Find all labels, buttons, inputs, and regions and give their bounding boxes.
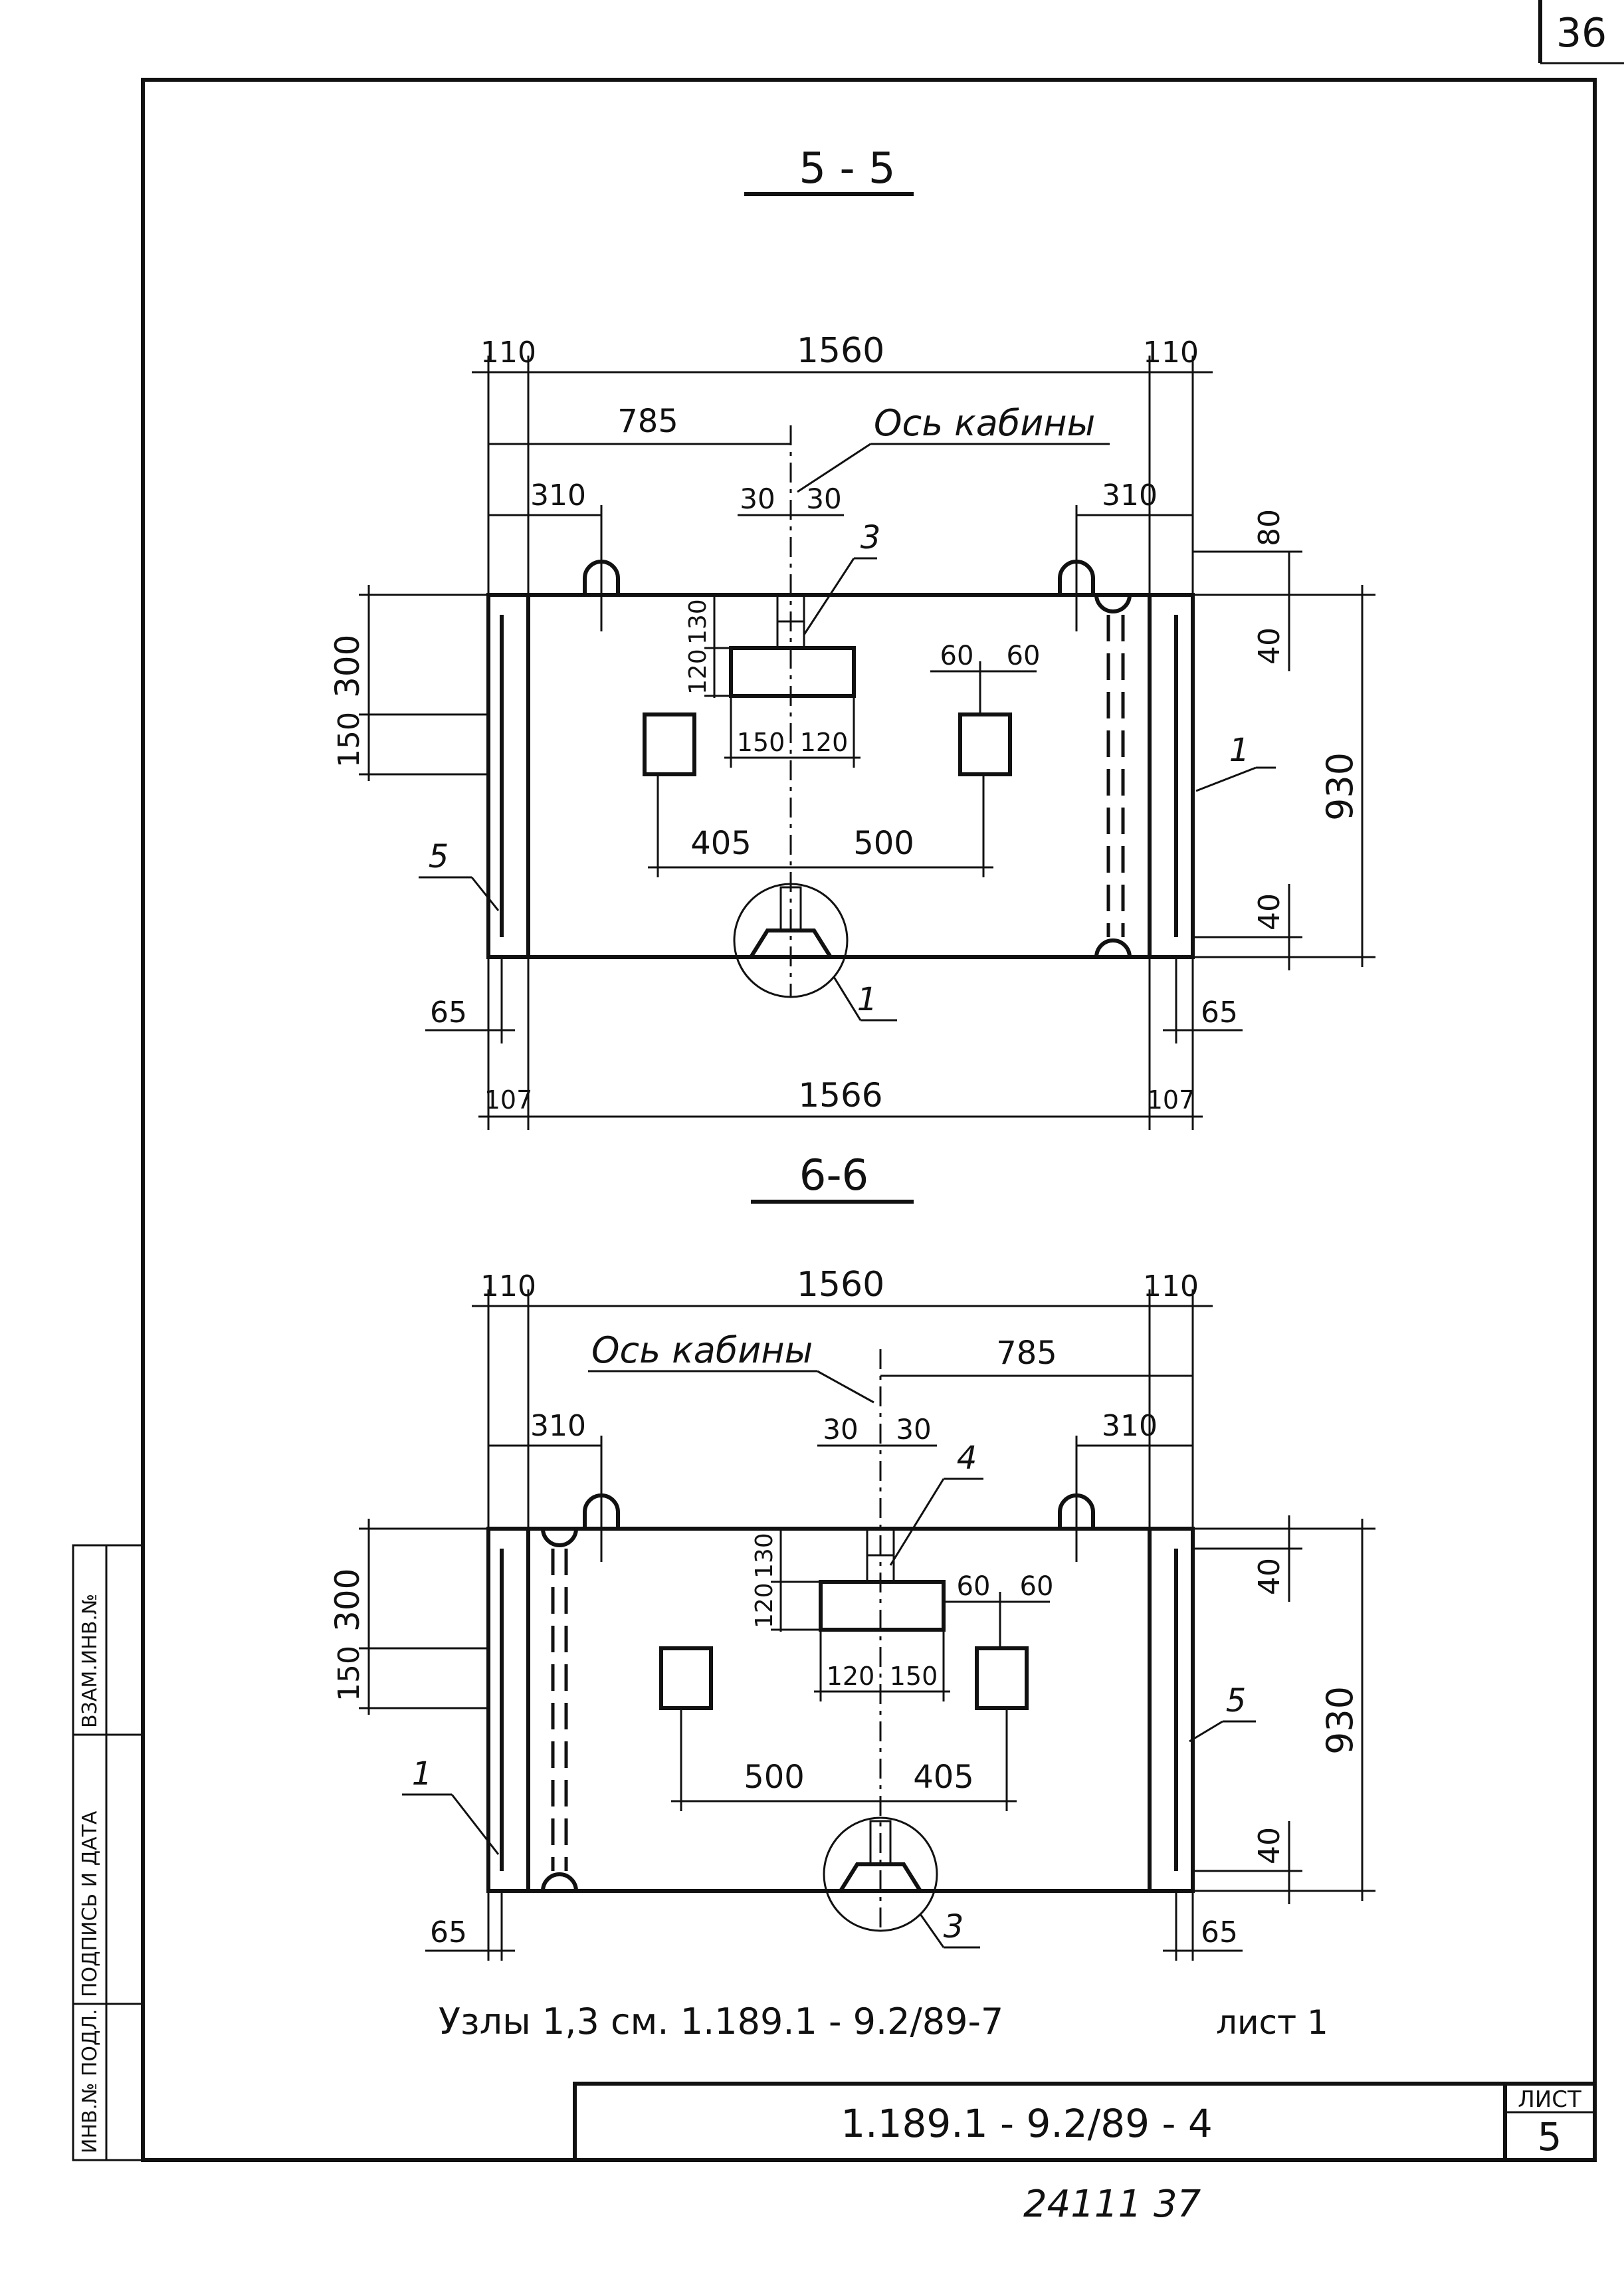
dim-1560: 1560 — [797, 331, 884, 371]
dim-1560: 1560 — [797, 1265, 884, 1305]
dim-80: 80 — [1253, 509, 1286, 546]
dim-110-right: 110 — [1143, 1269, 1199, 1303]
section-title-6-6: 6-6 — [799, 1151, 869, 1200]
stamp-label-inv: ИНВ.№ ПОДЛ. — [78, 2009, 102, 2153]
left-dimensions-5-5: 300 150 — [328, 585, 488, 781]
dim-500: 500 — [744, 1759, 805, 1796]
callout-4: 4 — [957, 1440, 977, 1477]
left-stamp-strip: ИНВ.№ ПОДЛ. ПОДПИСЬ И ДАТА ВЗАМ.ИНВ.№ — [72, 1544, 144, 2161]
top-dimensions-5-5: 110 1560 110 785 310 310 30 30 — [472, 331, 1213, 631]
right-dimensions-6-6: 40 930 40 — [1193, 1515, 1375, 1904]
sheet-number: 5 — [1538, 2114, 1562, 2159]
left-dimensions-6-6: 300 150 — [328, 1519, 488, 1715]
callout-3: 3 — [861, 519, 881, 556]
dim-30-a: 30 — [823, 1413, 858, 1446]
stamp-label-replace: ВЗАМ.ИНВ.№ — [78, 1594, 102, 1728]
title-block: 1.189.1 - 9.2/89 - 4 ЛИСТ 5 — [573, 2082, 1597, 2162]
callouts-6-6: 4 1 5 3 — [402, 1440, 1256, 1949]
dim-30-a: 30 — [740, 483, 775, 515]
callout-1-right: 1 — [1229, 732, 1250, 769]
wall-body-6-6 — [486, 1493, 1195, 1932]
dim-150-h: 150 — [890, 1662, 938, 1691]
block-dimensions-6-6: 120 130 120 150 60 60 500 405 — [671, 1529, 1053, 1811]
dim-310-right: 310 — [1102, 1409, 1158, 1443]
dim-65-right: 65 — [1201, 1915, 1238, 1949]
dim-120-h: 120 — [800, 728, 849, 757]
section-title-5-5: 5 - 5 — [799, 144, 895, 193]
dim-107-left: 107 — [484, 1085, 533, 1115]
dim-930: 930 — [1319, 1686, 1361, 1755]
dim-110-left: 110 — [480, 336, 536, 370]
dim-30-b: 30 — [806, 483, 841, 515]
dim-130-v: 130 — [751, 1533, 778, 1579]
dim-785: 785 — [617, 403, 678, 440]
dim-405: 405 — [690, 825, 752, 862]
dim-40-top: 40 — [1253, 627, 1286, 665]
dim-40-bottom: 40 — [1253, 1827, 1286, 1864]
dim-30-b: 30 — [896, 1413, 931, 1446]
dim-150: 150 — [332, 712, 366, 768]
bottom-code: 24111 37 — [1023, 2183, 1201, 2226]
section-5-5: 5 - 5 — [328, 144, 1375, 1130]
sheet-label: ЛИСТ — [1518, 2086, 1581, 2113]
dim-130-v: 130 — [684, 599, 712, 645]
stamp-label-sign: ПОДПИСЬ И ДАТА — [78, 1810, 102, 1997]
dim-300: 300 — [328, 635, 367, 698]
top-dimensions-6-6: 110 1560 110 785 310 310 30 30 — [472, 1265, 1213, 1562]
wall-body-5-5 — [486, 560, 1195, 998]
callout-5: 5 — [429, 838, 449, 875]
document-code: 1.189.1 - 9.2/89 - 4 — [841, 2101, 1212, 2146]
callout-3-bottom: 3 — [944, 1908, 964, 1945]
dim-107-right: 107 — [1147, 1085, 1195, 1115]
callout-1-left: 1 — [412, 1755, 433, 1793]
dim-150: 150 — [332, 1646, 366, 1701]
dim-110-left: 110 — [480, 1269, 536, 1303]
dim-60-a: 60 — [957, 1571, 991, 1602]
sheet-frame — [141, 78, 1597, 2162]
dim-500: 500 — [853, 825, 914, 862]
dim-120-h: 120 — [827, 1662, 875, 1691]
callout-5: 5 — [1226, 1682, 1247, 1719]
callout-1-bottom: 1 — [857, 981, 878, 1018]
dim-65-right: 65 — [1201, 996, 1238, 1030]
dim-40-top: 40 — [1253, 1558, 1286, 1595]
dim-310-left: 310 — [530, 479, 586, 512]
axis-label-5-5: Ось кабины — [797, 402, 1110, 493]
page-number: 36 — [1556, 10, 1607, 56]
dim-40-bottom: 40 — [1253, 893, 1286, 930]
dim-785: 785 — [996, 1335, 1057, 1372]
dim-300: 300 — [328, 1569, 367, 1632]
dim-60-b: 60 — [1020, 1571, 1054, 1602]
callouts-5-5: 3 1 5 1 — [419, 519, 1276, 1022]
dim-65-left: 65 — [430, 996, 467, 1030]
right-dimensions-5-5: 80 40 930 40 — [1193, 509, 1375, 970]
section-6-6: 6-6 — [328, 1151, 1375, 1961]
dim-60-b: 60 — [1007, 641, 1041, 671]
bottom-dimensions-5-5: 65 65 107 1566 107 — [425, 957, 1243, 1130]
axis-label-6-6: Ось кабины — [588, 1329, 874, 1404]
dim-1566: 1566 — [798, 1076, 882, 1115]
dim-405: 405 — [913, 1759, 974, 1796]
dim-120-v: 120 — [751, 1583, 778, 1628]
nodes-note: Узлы 1,3 см. 1.189.1 - 9.2/89-7 — [439, 2001, 1003, 2042]
dim-120-v: 120 — [684, 649, 712, 695]
dim-310-right: 310 — [1102, 479, 1158, 512]
sheet-note: лист 1 — [1216, 2003, 1328, 2042]
page-number-box: 36 — [1538, 0, 1624, 64]
dim-930: 930 — [1319, 752, 1361, 821]
axis-label-text: Ось кабины — [874, 402, 1095, 444]
dim-110-right: 110 — [1143, 336, 1199, 370]
dim-60-a: 60 — [940, 641, 974, 671]
bottom-dimensions-6-6: 65 65 — [425, 1891, 1243, 1961]
dim-310-left: 310 — [530, 1409, 586, 1443]
axis-label-text: Ось кабины — [591, 1329, 813, 1371]
dim-150-h: 150 — [737, 728, 785, 757]
block-dimensions-5-5: 120 130 150 120 60 60 405 500 — [648, 595, 1040, 877]
dim-65-left: 65 — [430, 1915, 467, 1949]
